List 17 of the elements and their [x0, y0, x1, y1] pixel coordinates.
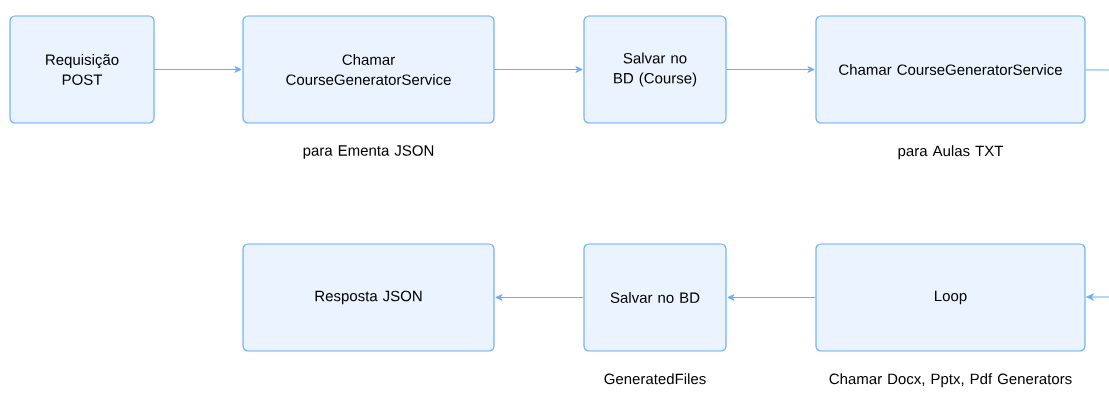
arrow	[494, 66, 583, 73]
process-box: Loop	[815, 243, 1086, 352]
arrow	[726, 66, 815, 73]
arrow	[1086, 293, 1109, 301]
process-box: Salvar no BD (Course)	[583, 15, 727, 124]
box-caption: GeneratedFiles	[604, 373, 706, 385]
arrow	[727, 294, 816, 301]
box-caption: para Aulas TXT	[898, 145, 1004, 160]
box-caption: Chamar Docx, Pptx, Pdf Generators	[829, 373, 1072, 388]
box-caption: para Ementa JSON	[303, 145, 434, 159]
arrow	[495, 294, 584, 301]
process-box: Salvar no BD	[583, 243, 727, 352]
arrow	[154, 66, 242, 73]
process-box: Chamar CourseGeneratorService	[815, 15, 1086, 124]
process-box: Resposta JSON	[242, 243, 495, 352]
process-box: Chamar CourseGeneratorService	[242, 15, 495, 124]
process-box: Requisição POST	[9, 15, 155, 124]
